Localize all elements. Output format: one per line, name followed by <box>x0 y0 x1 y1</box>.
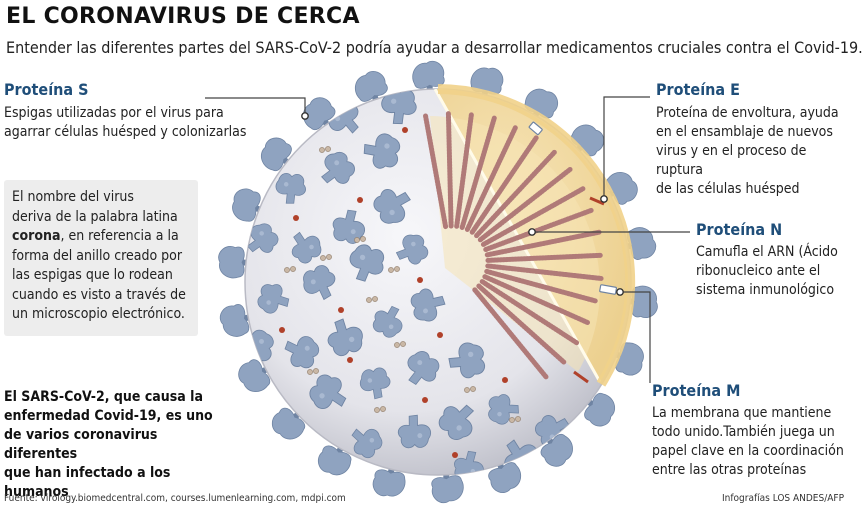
spike-protein <box>275 173 306 204</box>
spike-protein <box>438 404 475 440</box>
rna-strand <box>485 252 605 263</box>
rna-strand <box>484 229 602 258</box>
spike-protein <box>363 133 401 169</box>
rna-strand <box>472 287 550 381</box>
corona-note-text: El nombre del virus deriva de la palabra… <box>12 189 186 322</box>
m-protein-marker <box>528 121 618 295</box>
spike-protein <box>321 151 355 184</box>
protein-e-desc: Proteína de envoltura, ayuda en el ensam… <box>656 105 839 197</box>
protein-m-title: Proteína M <box>652 381 741 400</box>
spike-protein <box>373 188 411 224</box>
protein-e-title: Proteína E <box>656 80 740 99</box>
rna-strand <box>422 111 449 230</box>
rna-strands <box>422 109 605 381</box>
spike-protein <box>303 265 336 301</box>
rna-strand <box>485 263 604 281</box>
spike-protein <box>488 394 519 425</box>
protein-m-desc: La membrana que mantiene todo unido.Tamb… <box>652 405 844 478</box>
rna-strand <box>464 123 519 232</box>
rna-strand <box>483 207 596 252</box>
surface-dots <box>279 127 521 458</box>
spike-protein <box>407 351 440 385</box>
rna-strand <box>445 109 454 229</box>
spike-protein <box>351 428 383 459</box>
spike-protein <box>359 367 391 400</box>
rna-strand <box>454 110 475 229</box>
page-title: EL CORONAVIRUS DE CERCA <box>6 4 360 29</box>
spike-protein <box>349 244 385 282</box>
credit-footer: Infografías LOS ANDES/AFP <box>722 493 844 504</box>
spike-protein <box>257 284 290 314</box>
rna-strand <box>469 135 539 235</box>
outer-spikes <box>218 60 658 504</box>
rna-strand <box>474 149 557 239</box>
protein-n-desc: Camufla el ARN (Ácido ribonucleico ante … <box>696 244 838 298</box>
rna-strand <box>484 268 600 304</box>
rna-strand <box>477 166 573 243</box>
spike-protein <box>372 305 403 338</box>
protein-s-desc: Espigas utilizadas por el virus para aga… <box>4 105 247 140</box>
membrane-band <box>437 84 636 387</box>
spike-protein <box>247 223 279 253</box>
protein-n-title: Proteína N <box>696 220 783 239</box>
rna-strand <box>459 115 497 230</box>
spike-protein <box>332 209 366 244</box>
corona-note-box <box>4 180 198 336</box>
page-subtitle: Entender las diferentes partes del SARS-… <box>6 38 863 57</box>
sars-cov-2-paragraph: El SARS-CoV-2, que causa la enfermedad C… <box>4 389 213 500</box>
rna-strand <box>476 283 567 365</box>
spike-protein <box>448 342 486 379</box>
rna-strand <box>480 186 586 247</box>
spike-protein <box>291 231 322 264</box>
spike-protein <box>397 414 432 449</box>
spike-protein <box>309 374 347 410</box>
spike-protein <box>284 336 320 369</box>
source-footer: Fuente: virology.biomedcentral.com, cour… <box>4 493 346 504</box>
spike-protein <box>327 318 363 357</box>
corona-word: corona <box>12 228 61 244</box>
e-protein-marker <box>573 196 605 384</box>
rna-strand <box>479 279 581 347</box>
spike-protein <box>395 234 429 265</box>
rna-strand <box>482 274 592 326</box>
leader-dots <box>301 112 624 296</box>
spike-protein <box>410 288 446 322</box>
leader-lines <box>205 96 690 383</box>
protein-s-title: Proteína S <box>4 80 89 99</box>
